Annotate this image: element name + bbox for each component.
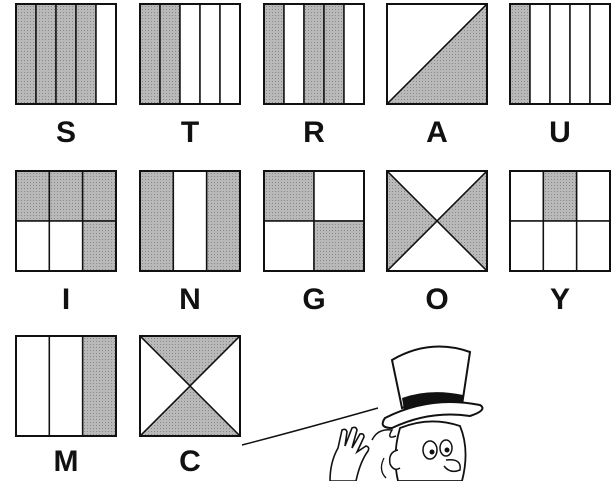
tile-t — [139, 3, 241, 105]
letter-a: A — [386, 118, 488, 148]
tile-part — [56, 4, 76, 104]
tile-part — [543, 221, 576, 271]
tile-part — [16, 221, 49, 271]
tile-part — [510, 221, 543, 271]
tile-part — [264, 4, 284, 104]
tile-part — [96, 4, 116, 104]
tile-part — [16, 171, 49, 221]
tile-part — [543, 171, 576, 221]
tile-part — [180, 4, 200, 104]
tile-graphic — [15, 3, 117, 105]
tile-part — [264, 221, 314, 271]
tile-part — [83, 171, 116, 221]
tile-part — [220, 4, 240, 104]
tile-part — [577, 221, 610, 271]
tile-m — [15, 335, 117, 437]
top-hat-cartoon-character-icon — [230, 325, 616, 481]
tile-graphic — [386, 170, 488, 272]
tile-part — [510, 4, 530, 104]
tile-graphic — [263, 3, 365, 105]
tile-graphic — [509, 170, 611, 272]
tile-graphic — [263, 170, 365, 272]
tile-part — [577, 171, 610, 221]
tile-part — [207, 171, 240, 271]
tile-part — [344, 4, 364, 104]
letter-s: S — [15, 118, 117, 148]
letter-g: G — [263, 285, 365, 315]
tile-s — [15, 3, 117, 105]
tile-part — [173, 171, 206, 271]
tile-part — [200, 4, 220, 104]
tile-graphic — [15, 335, 117, 437]
tile-u — [509, 3, 611, 105]
letter-r: R — [263, 118, 365, 148]
letter-y: Y — [509, 285, 611, 315]
letter-t: T — [139, 118, 241, 148]
tile-part — [49, 171, 82, 221]
tile-part — [530, 4, 550, 104]
tile-part — [314, 171, 364, 221]
tile-part — [550, 4, 570, 104]
tile-part — [76, 4, 96, 104]
tile-part — [264, 171, 314, 221]
tile-part — [16, 4, 36, 104]
letter-i: I — [15, 285, 117, 315]
tile-part — [140, 4, 160, 104]
tile-graphic — [139, 170, 241, 272]
tile-part — [160, 4, 180, 104]
tile-part — [324, 4, 344, 104]
tile-part — [570, 4, 590, 104]
tile-part — [16, 336, 49, 436]
tile-c — [139, 335, 241, 437]
letter-n: N — [139, 285, 241, 315]
tile-part — [83, 336, 116, 436]
tile-part — [49, 221, 82, 271]
letter-u: U — [509, 118, 611, 148]
letter-o: O — [386, 285, 488, 315]
tile-part — [314, 221, 364, 271]
tile-n — [139, 170, 241, 272]
tile-part — [49, 336, 82, 436]
tile-part — [304, 4, 324, 104]
tile-graphic — [386, 3, 488, 105]
tile-graphic — [15, 170, 117, 272]
tile-part — [284, 4, 304, 104]
tile-part — [590, 4, 610, 104]
tile-y — [509, 170, 611, 272]
tile-part — [83, 221, 116, 271]
tile-part — [510, 171, 543, 221]
letter-c: C — [139, 447, 241, 477]
tile-g — [263, 170, 365, 272]
tile-r — [263, 3, 365, 105]
tile-graphic — [139, 335, 241, 437]
tile-graphic — [509, 3, 611, 105]
tile-a — [386, 3, 488, 105]
tile-part — [36, 4, 56, 104]
tile-o — [386, 170, 488, 272]
tile-graphic — [139, 3, 241, 105]
tile-i — [15, 170, 117, 272]
letter-m: M — [15, 447, 117, 477]
tile-part — [140, 171, 173, 271]
